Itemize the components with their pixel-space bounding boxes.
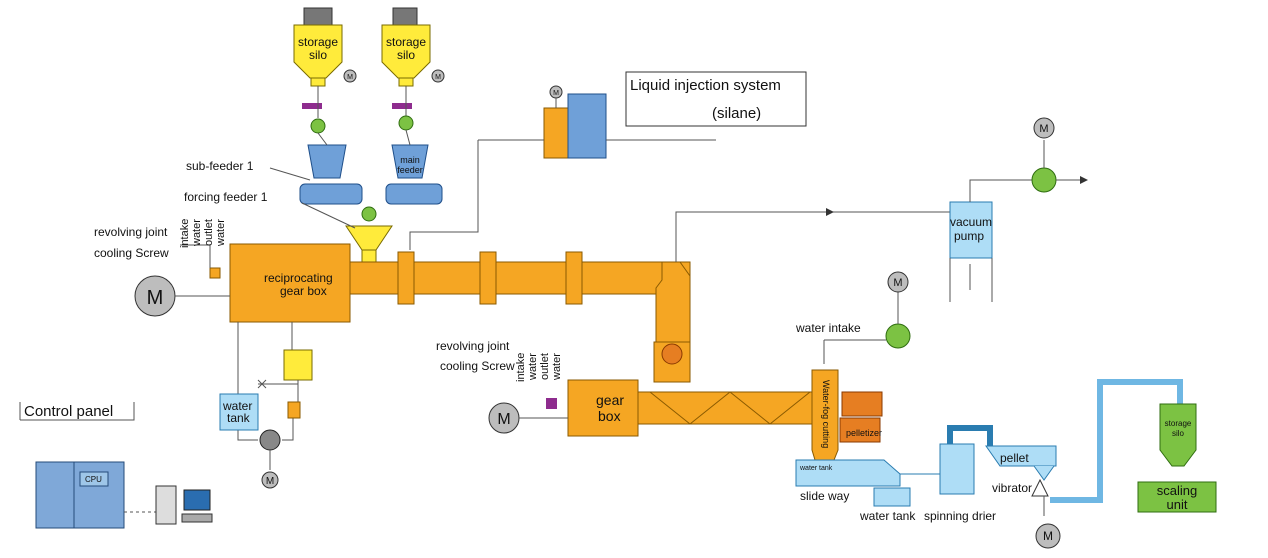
cooling-screw-2-label: cooling Screw xyxy=(440,359,515,373)
vibrator: vibrator M xyxy=(992,478,1061,549)
cpu-label: CPU xyxy=(85,475,102,484)
water-tank-1-line2: tank xyxy=(227,411,251,425)
vacuum-pump-line1: vacuum xyxy=(950,215,992,229)
main-feeder-label-line1: main xyxy=(400,155,420,165)
storage-silo-2: storage silo M xyxy=(381,7,445,87)
water-intake-label: water intake xyxy=(795,321,861,335)
vacuum-motor-label: M xyxy=(1039,123,1048,135)
silo-3-label-line1: storage xyxy=(1165,419,1192,428)
water-intake-pump-icon xyxy=(885,323,911,349)
feeder-1-drive-icon xyxy=(310,118,326,134)
spinning-drier: spinning drier xyxy=(924,425,996,523)
silo-1-motor-icon xyxy=(343,69,357,83)
spinning-drier-label: spinning drier xyxy=(924,509,996,523)
control-panel-label: Control panel xyxy=(24,403,113,420)
silo-2-label-line1: storage xyxy=(386,35,426,49)
water-fog-cutting-label: Water-fog cutting xyxy=(821,380,831,448)
water-labels-2: water outlet water intake xyxy=(515,353,563,382)
revolving-joint-1-label: revolving joint xyxy=(94,225,168,239)
reciprocating-gear-box-line2: gear box xyxy=(280,284,327,298)
forcing-feeder-label: forcing feeder 1 xyxy=(184,190,268,204)
main-feeder: main feeder xyxy=(385,129,443,205)
motor-2-label: M xyxy=(497,411,510,428)
main-feeder-label-line2: feeder xyxy=(397,165,423,175)
svg-text:water: water xyxy=(215,219,227,247)
cooling-screw-1-label: cooling Screw xyxy=(94,246,169,260)
reciprocating-gear-box-line1: reciprocating xyxy=(264,271,333,285)
svg-text:water: water xyxy=(191,219,203,247)
silo-3-label-line2: silo xyxy=(1172,429,1185,438)
main-motor-label: M xyxy=(147,287,164,309)
svg-text:intake: intake xyxy=(179,219,191,248)
water-tank-small-label: water tank xyxy=(799,465,833,472)
pellet-conveyor: pellet xyxy=(985,445,1057,481)
water-tank-2-label: water tank xyxy=(859,509,916,523)
pellet-label: pellet xyxy=(1000,451,1029,465)
liquid-injection-subtitle: (silane) xyxy=(712,105,761,122)
control-panel: Control panel CPU xyxy=(19,402,213,529)
liquid-injection-title: Liquid injection system xyxy=(630,77,781,94)
forcing-feeder-1 xyxy=(345,206,393,263)
pelletizer-label: pelletizer xyxy=(846,428,882,438)
sub-feeder-1 xyxy=(299,132,363,205)
gear-box-2-line2: box xyxy=(598,408,621,424)
revolving-joint-2-label: revolving joint xyxy=(436,339,510,353)
silo-2-label-line2: silo xyxy=(397,48,415,62)
svg-text:M: M xyxy=(435,74,441,81)
second-extruder: gear box xyxy=(567,379,821,437)
main-extruder: reciprocating gear box xyxy=(229,243,691,383)
valve-2-icon xyxy=(392,103,412,109)
storage-silo-3: storage silo xyxy=(1159,403,1197,467)
feeder-2-drive-icon xyxy=(398,115,414,131)
revolving-joint-1-icon xyxy=(209,267,221,279)
slide-way-label: slide way xyxy=(800,489,849,503)
cooling-loop-1: water tank M xyxy=(219,322,313,489)
vacuum-pump-line2: pump xyxy=(954,229,984,243)
valve-1-icon xyxy=(302,103,322,109)
water-tank-1-line1: water xyxy=(222,399,252,413)
svg-text:water: water xyxy=(551,353,563,381)
water-intake-motor-label: M xyxy=(893,277,902,289)
svg-text:intake: intake xyxy=(515,353,527,382)
storage-silo-1: storage silo M xyxy=(293,7,357,87)
scaling-unit-line2: unit xyxy=(1167,497,1188,512)
monitor-icon xyxy=(183,489,211,511)
vacuum-pump: vacuum pump xyxy=(949,201,993,302)
liquid-injection-unit: M xyxy=(543,85,607,159)
revolving-joint-2-icon xyxy=(546,398,557,409)
vacuum-exhaust-fan-icon xyxy=(1031,167,1057,193)
scaling-unit-line1: scaling xyxy=(1157,483,1197,498)
sub-feeder-label: sub-feeder 1 xyxy=(186,159,254,173)
svg-text:outlet: outlet xyxy=(203,219,215,246)
heat-exchanger-icon xyxy=(283,349,313,381)
silo-1-label-line1: storage xyxy=(298,35,338,49)
vibrator-label: vibrator xyxy=(992,481,1032,495)
svg-text:M: M xyxy=(553,90,559,97)
svg-text:outlet: outlet xyxy=(539,353,551,380)
water-fog-cutting: Water-fog cutting xyxy=(811,369,839,471)
pelletizer: pelletizer xyxy=(839,391,883,443)
motor-2: M xyxy=(488,402,520,434)
silo-valves xyxy=(302,86,414,134)
scaling-unit: scaling unit xyxy=(1137,481,1217,513)
vibrator-motor-label: M xyxy=(1043,529,1053,543)
pump-1-icon xyxy=(259,429,281,451)
slide-way: water tank slide way xyxy=(795,459,940,503)
computer-tower-icon xyxy=(155,485,177,525)
gear-box-2-line1: gear xyxy=(596,392,624,408)
silo-2-motor-icon xyxy=(431,69,445,83)
silo-1-label-line2: silo xyxy=(309,48,327,62)
pump-1-motor-label: M xyxy=(266,476,274,487)
liquid-injection-label-box: Liquid injection system (silane) xyxy=(625,71,807,127)
water-tank-2: water tank xyxy=(859,487,916,523)
svg-text:water: water xyxy=(527,353,539,381)
keyboard-icon xyxy=(181,513,213,523)
water-labels-1: water outlet water intake xyxy=(179,219,227,248)
main-motor: M xyxy=(134,275,176,317)
svg-text:M: M xyxy=(347,74,353,81)
